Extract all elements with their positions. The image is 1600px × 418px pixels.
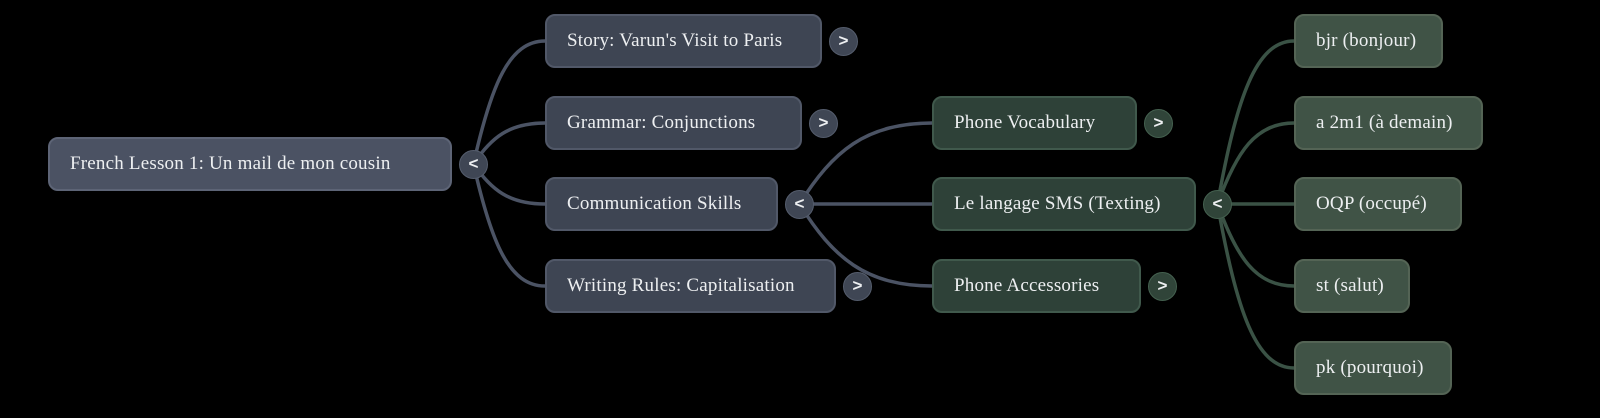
node-label: Phone Accessories — [954, 275, 1100, 296]
mindmap-node-a2m1[interactable]: a 2m1 (à demain) — [1294, 96, 1483, 150]
node-label: Writing Rules: Capitalisation — [567, 275, 795, 296]
mindmap-node-phonevocab[interactable]: Phone Vocabulary — [932, 96, 1137, 150]
node-grammar-expand-toggle[interactable]: > — [809, 108, 838, 138]
connector-sms-to-a2m1 — [1215, 121, 1296, 206]
node-sms-collapse-toggle[interactable]: < — [1203, 189, 1232, 219]
mindmap-row-story: Story: Varun's Visit to Paris > — [545, 14, 858, 68]
node-label: st (salut) — [1316, 275, 1384, 296]
collapse-chevron-icon: < — [1212, 194, 1223, 213]
connector-sms-to-bjr — [1215, 39, 1296, 206]
mindmap-row-a2m1: a 2m1 (à demain) — [1294, 96, 1483, 150]
node-writing-expand-toggle[interactable]: > — [843, 271, 872, 301]
node-label: a 2m1 (à demain) — [1316, 112, 1453, 133]
connector-sms-to-pk — [1215, 202, 1296, 370]
connector-root-to-story — [471, 39, 547, 166]
node-label: Le langage SMS (Texting) — [954, 193, 1161, 214]
mindmap-row-bjr: bjr (bonjour) — [1294, 14, 1443, 68]
node-label: Grammar: Conjunctions — [567, 112, 756, 133]
collapse-chevron-icon: < — [794, 194, 805, 213]
node-story-expand-toggle[interactable]: > — [829, 26, 858, 56]
mindmap-row-root: French Lesson 1: Un mail de mon cousin < — [48, 137, 488, 191]
connector-root-to-writing — [471, 162, 547, 288]
mindmap-row-st: st (salut) — [1294, 259, 1410, 313]
mindmap-row-comm: Communication Skills < — [545, 177, 814, 231]
expand-chevron-icon: > — [1153, 113, 1164, 132]
mindmap-node-sms[interactable]: Le langage SMS (Texting) — [932, 177, 1196, 231]
mindmap-node-root[interactable]: French Lesson 1: Un mail de mon cousin — [48, 137, 452, 191]
mindmap-row-phoneacc: Phone Accessories > — [932, 259, 1177, 313]
expand-chevron-icon: > — [838, 31, 849, 50]
connector-comm-to-phonevocab — [797, 121, 934, 206]
mindmap-node-writing[interactable]: Writing Rules: Capitalisation — [545, 259, 836, 313]
mindmap-row-pk: pk (pourquoi) — [1294, 341, 1452, 395]
mindmap-row-grammar: Grammar: Conjunctions > — [545, 96, 838, 150]
node-label: Communication Skills — [567, 193, 742, 214]
connector-sms-to-st — [1215, 202, 1296, 288]
node-phonevocab-expand-toggle[interactable]: > — [1144, 108, 1173, 138]
node-label: bjr (bonjour) — [1316, 30, 1417, 51]
expand-chevron-icon: > — [1157, 276, 1168, 295]
node-label: OQP (occupé) — [1316, 193, 1427, 214]
mindmap-node-story[interactable]: Story: Varun's Visit to Paris — [545, 14, 822, 68]
collapse-chevron-icon: < — [468, 154, 479, 173]
expand-chevron-icon: > — [818, 113, 829, 132]
mindmap-node-bjr[interactable]: bjr (bonjour) — [1294, 14, 1443, 68]
mindmap-row-sms: Le langage SMS (Texting) < — [932, 177, 1232, 231]
node-comm-collapse-toggle[interactable]: < — [785, 189, 814, 219]
connector-comm-to-phoneacc — [797, 202, 934, 288]
expand-chevron-icon: > — [852, 276, 863, 295]
node-label: French Lesson 1: Un mail de mon cousin — [70, 153, 391, 174]
mindmap-row-phonevocab: Phone Vocabulary > — [932, 96, 1173, 150]
node-label: Phone Vocabulary — [954, 112, 1096, 133]
node-label: Story: Varun's Visit to Paris — [567, 30, 783, 51]
node-root-collapse-toggle[interactable]: < — [459, 149, 488, 179]
mindmap-row-oqp: OQP (occupé) — [1294, 177, 1462, 231]
mindmap-node-phoneacc[interactable]: Phone Accessories — [932, 259, 1141, 313]
node-label: pk (pourquoi) — [1316, 357, 1424, 378]
node-phoneacc-expand-toggle[interactable]: > — [1148, 271, 1177, 301]
mindmap-row-writing: Writing Rules: Capitalisation > — [545, 259, 872, 313]
mindmap-node-grammar[interactable]: Grammar: Conjunctions — [545, 96, 802, 150]
mindmap-node-oqp[interactable]: OQP (occupé) — [1294, 177, 1462, 231]
mindmap-node-comm[interactable]: Communication Skills — [545, 177, 778, 231]
mindmap-node-pk[interactable]: pk (pourquoi) — [1294, 341, 1452, 395]
mindmap-node-st[interactable]: st (salut) — [1294, 259, 1410, 313]
